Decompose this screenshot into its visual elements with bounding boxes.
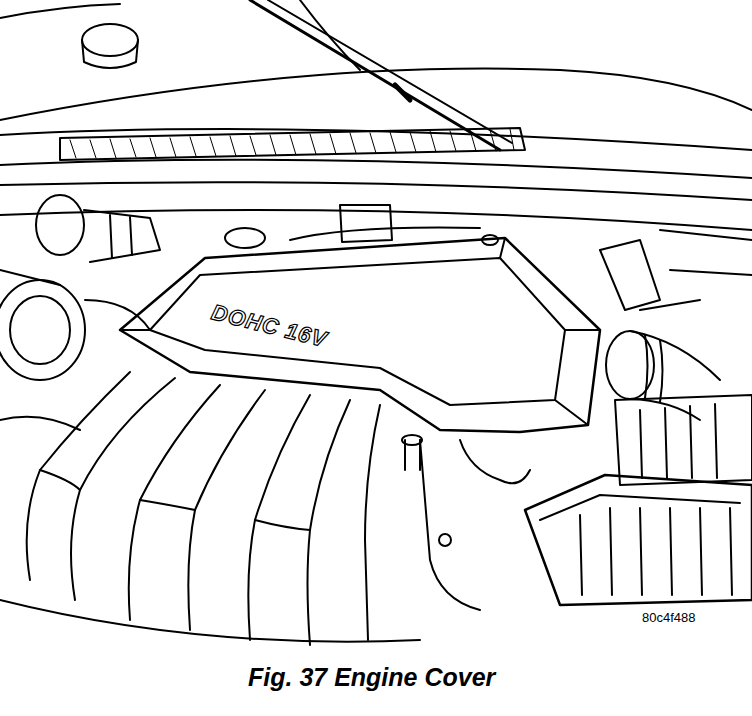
figure-caption: Fig. 37 Engine Cover	[248, 664, 495, 692]
engine-cover-emboss: DOHC 16V	[209, 300, 329, 352]
figure-code: 80c4f488	[640, 611, 698, 625]
